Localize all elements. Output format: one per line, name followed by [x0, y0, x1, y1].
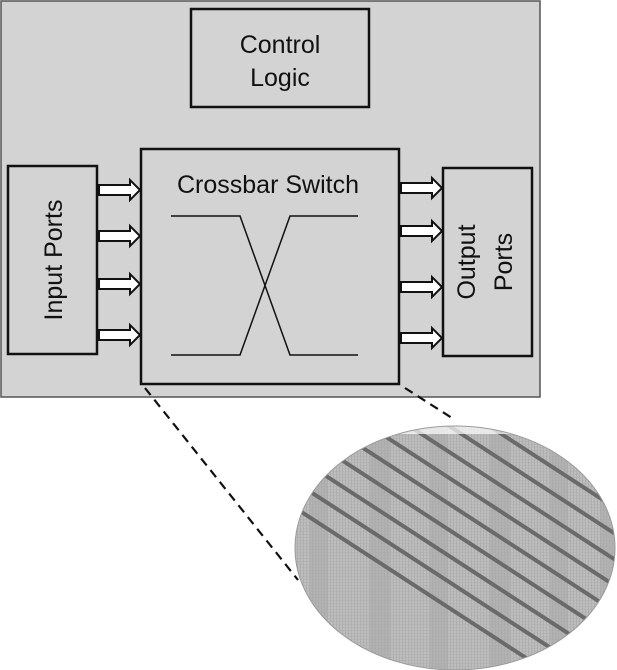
chip-diagonal-wire-8 [438, 426, 615, 670]
chip-layout-magnified-view [295, 426, 615, 670]
input-ports-label: Input Ports [40, 200, 68, 321]
output-ports-label-line1: Output [453, 224, 481, 299]
output-arrow-1 [400, 175, 444, 201]
output-arrows [400, 175, 444, 351]
chip-band-6 [600, 426, 615, 670]
input-ports-block: Input Ports [6, 164, 99, 356]
input-arrow-2 [98, 223, 142, 249]
crossbar-switch-block: Crossbar Switch [139, 147, 401, 386]
control-logic-label-line1: Control [240, 31, 321, 59]
output-arrow-4 [400, 325, 444, 351]
output-ports-block: Output Ports [441, 166, 534, 358]
chip-diagonal-wire-7 [398, 426, 615, 670]
crossbar-switch-label: Crossbar Switch [177, 171, 359, 199]
input-arrow-4 [98, 322, 142, 348]
chip-diagonal-wire-1 [295, 426, 562, 670]
chip-diagonal-wire-6 [358, 426, 615, 670]
output-arrow-3 [400, 274, 444, 300]
chip-diagonal-wire-5 [318, 426, 615, 670]
input-arrow-3 [98, 271, 142, 297]
output-arrow-2 [400, 218, 444, 244]
zoom-guide-line-left [144, 387, 299, 581]
chip-diagonal-wire-9 [478, 426, 615, 670]
control-logic-block: Control Logic [189, 7, 371, 109]
output-ports-label-line2: Ports [490, 233, 518, 291]
input-arrows [98, 177, 142, 348]
control-logic-label-line2: Logic [250, 64, 310, 92]
chip-diagonal-wire-2 [295, 426, 602, 670]
input-arrow-1 [98, 177, 142, 203]
chip-band-1 [310, 426, 328, 670]
crossbar-path-bottom-to-top [171, 215, 358, 356]
chip-layout-outline [294, 425, 616, 670]
zoom-guide-line-right [404, 387, 453, 419]
